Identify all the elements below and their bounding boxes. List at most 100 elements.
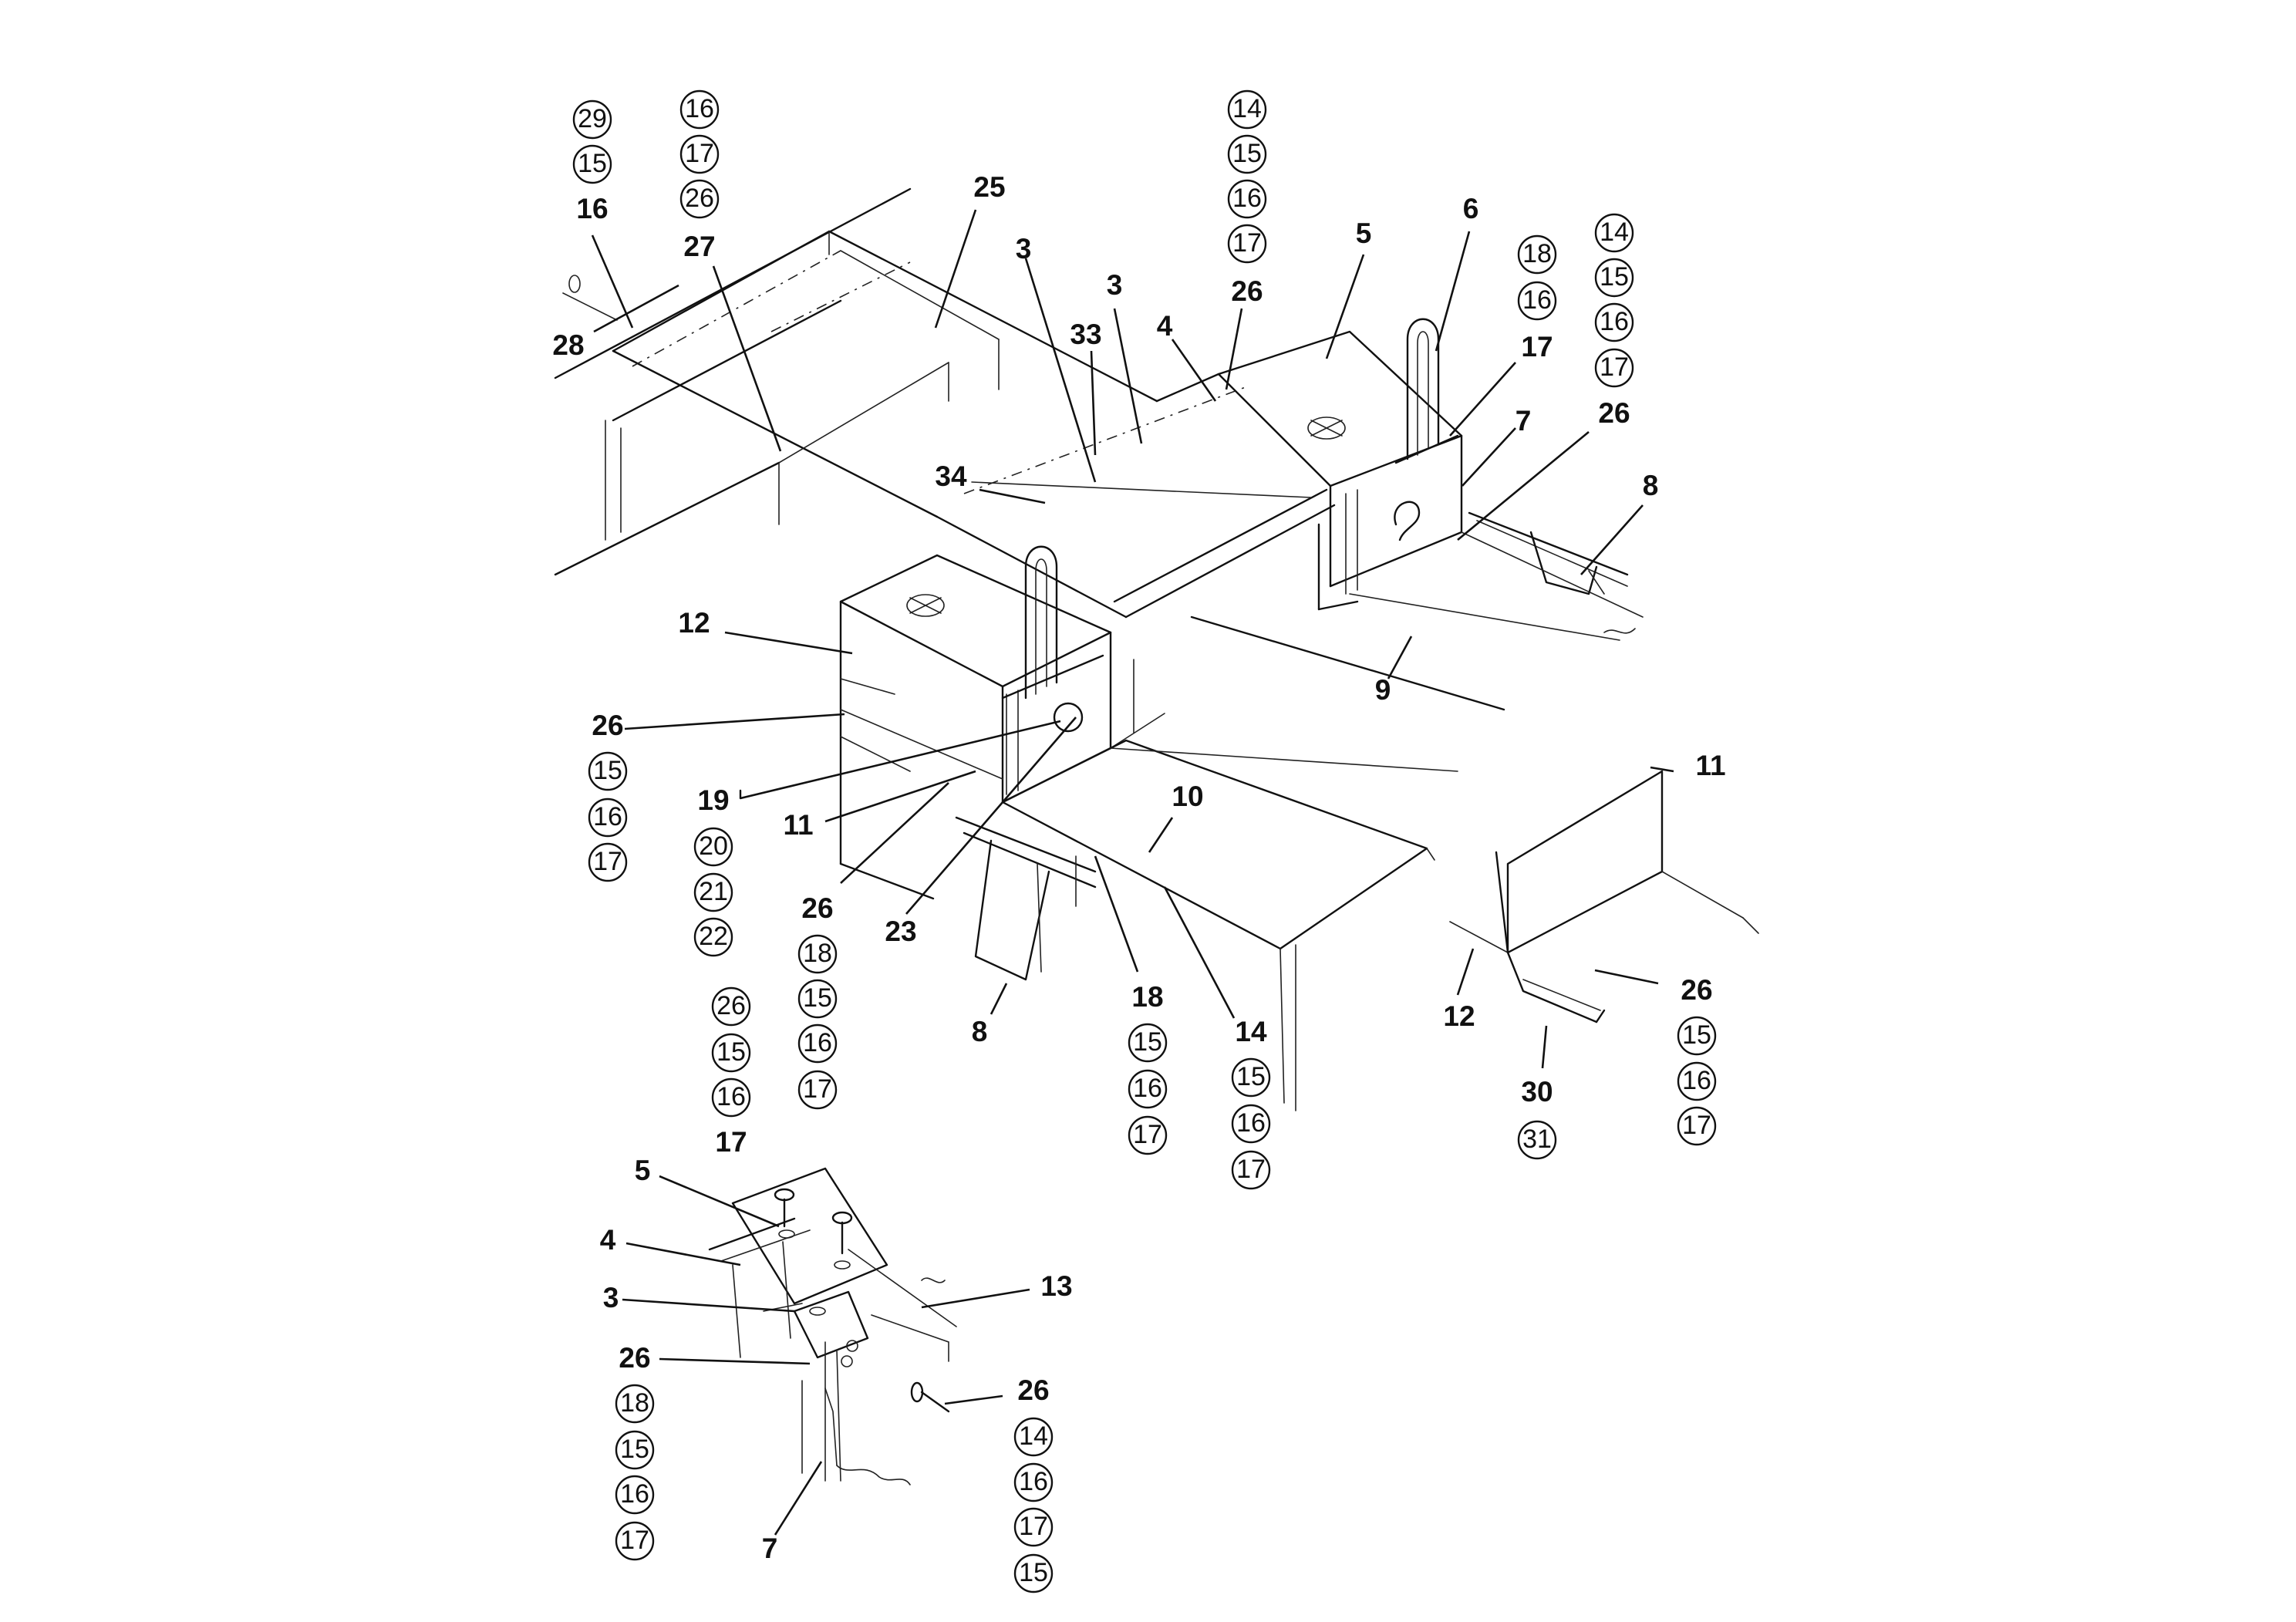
bolt-icon — [774, 1188, 795, 1228]
callouts-17-mid: 26 15 16 17 — [711, 986, 751, 1158]
leader-lines — [591, 209, 1674, 1536]
part-number: 26 — [801, 892, 833, 924]
callout-ref: 15 — [1682, 1020, 1711, 1050]
callout-ref: 22 — [699, 922, 728, 951]
callout-ref: 16 — [803, 1028, 832, 1057]
part-number: 8 — [1643, 470, 1659, 501]
callout-ref: 15 — [578, 149, 607, 178]
callout-ref: 16 — [1522, 285, 1552, 315]
callout-ref: 17 — [1600, 352, 1629, 382]
callout-ref: 14 — [1232, 94, 1262, 123]
part-number: 12 — [1443, 1000, 1475, 1032]
part-number: 3 — [1107, 269, 1123, 301]
part-number: 7 — [762, 1533, 778, 1564]
callout-ref: 16 — [1682, 1066, 1711, 1095]
part-number: 12 — [678, 607, 710, 639]
callout-ref: 17 — [1236, 1155, 1266, 1184]
callout-ref: 15 — [1232, 139, 1262, 168]
callout-ref: 17 — [620, 1526, 649, 1555]
part-number: 16 — [576, 193, 608, 224]
callouts-26-top: 14 15 16 17 26 — [1227, 89, 1267, 307]
part-number: 5 — [635, 1155, 651, 1186]
part-number: 23 — [885, 916, 916, 947]
callout-ref: 17 — [1682, 1111, 1711, 1140]
bolt-icon — [910, 1381, 950, 1413]
callout-ref: 16 — [1600, 307, 1629, 336]
callouts-26-far-right: 26 15 16 17 — [1677, 974, 1717, 1146]
callout-ref: 17 — [1019, 1512, 1048, 1541]
callouts-18: 18 15 16 17 — [1128, 981, 1168, 1155]
part-number: 3 — [1016, 233, 1032, 265]
part-number: 5 — [1356, 218, 1372, 249]
callout-ref: 16 — [1019, 1467, 1048, 1496]
part-number: 4 — [1157, 310, 1173, 342]
callouts-27: 16 17 26 27 — [679, 89, 720, 262]
callout-ref: 29 — [578, 104, 607, 133]
callout-ref: 18 — [803, 939, 832, 968]
callout-ref: 16 — [1236, 1108, 1266, 1138]
callout-ref: 15 — [620, 1435, 649, 1464]
part-number: 19 — [697, 784, 729, 816]
callouts-16-29-15: 29 15 16 — [572, 99, 612, 224]
callout-ref: 16 — [1133, 1074, 1162, 1103]
part-number: 18 — [1131, 981, 1163, 1013]
callouts-14: 14 15 16 17 — [1231, 1016, 1271, 1190]
part-number: 26 — [619, 1342, 650, 1374]
callout-ref: 16 — [620, 1479, 649, 1509]
part-number: 10 — [1172, 781, 1203, 812]
part-number: 26 — [1598, 397, 1630, 429]
part-number: 7 — [1515, 405, 1532, 437]
part-number: 26 — [1681, 974, 1712, 1006]
callout-ref: 20 — [699, 831, 728, 861]
part-number: 3 — [603, 1282, 619, 1313]
callout-ref: 15 — [1236, 1062, 1266, 1091]
part-number: 17 — [715, 1126, 747, 1158]
callout-ref: 31 — [1522, 1125, 1552, 1154]
callout-ref: 16 — [716, 1082, 746, 1111]
callout-ref: 17 — [803, 1074, 832, 1104]
part-number: 17 — [1521, 331, 1553, 363]
part-number: 11 — [783, 809, 813, 841]
assembly-drawing — [554, 187, 1759, 1485]
callout-ref: 16 — [685, 94, 714, 123]
part-number: 26 — [1231, 275, 1263, 307]
callout-ref: 14 — [1019, 1421, 1048, 1451]
part-number: 9 — [1375, 674, 1391, 706]
callout-ref: 18 — [1522, 239, 1552, 268]
part-number: 27 — [683, 231, 715, 262]
callout-ref: 15 — [716, 1037, 746, 1067]
callout-ref: 15 — [1133, 1027, 1162, 1057]
part-number: 25 — [973, 171, 1005, 203]
callout-ref: 21 — [699, 877, 728, 906]
callout-ref: 16 — [593, 802, 622, 831]
callouts-17-right: 18 16 17 — [1517, 234, 1557, 363]
part-number: 13 — [1040, 1270, 1072, 1302]
callouts-26-right: 14 15 16 17 26 — [1594, 213, 1634, 429]
part-number: 6 — [1463, 193, 1479, 224]
callout-ref: 15 — [593, 756, 622, 785]
callout-ref: 26 — [716, 991, 746, 1020]
part-number: 34 — [935, 460, 967, 492]
part-number: 11 — [1695, 750, 1725, 781]
part-number: 26 — [1017, 1374, 1049, 1406]
part-number: 28 — [552, 329, 584, 361]
callouts-26-center: 26 18 15 16 17 — [797, 892, 838, 1110]
bolt-icon — [831, 1211, 853, 1255]
callouts-26-left: 26 15 16 17 — [588, 710, 628, 882]
part-number: 33 — [1070, 319, 1101, 350]
callouts-26-detail-right: 26 14 16 17 15 — [1013, 1374, 1054, 1593]
part-number: 14 — [1235, 1016, 1267, 1047]
callout-ref: 14 — [1600, 218, 1629, 247]
part-number: 30 — [1521, 1076, 1553, 1108]
callout-ref: 17 — [593, 847, 622, 876]
part-number: 26 — [592, 710, 623, 741]
callout-ref: 26 — [685, 184, 714, 213]
callout-ref: 15 — [1019, 1558, 1048, 1587]
callout-ref: 17 — [1133, 1120, 1162, 1149]
callout-ref: 15 — [803, 983, 832, 1013]
callout-ref: 17 — [685, 139, 714, 168]
part-number: 8 — [972, 1016, 988, 1047]
callouts-30: 30 31 — [1517, 1076, 1557, 1160]
